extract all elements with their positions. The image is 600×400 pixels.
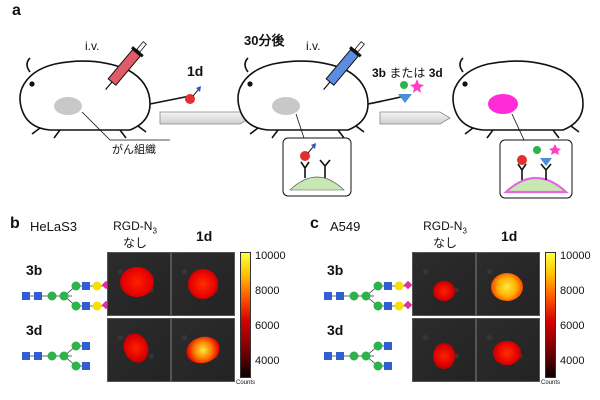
panel-c-col-control: RGD-N3 なし <box>423 219 467 251</box>
panel-b-col-1d: 1d <box>196 228 213 244</box>
panel-b-cell-line: HeLaS3 <box>30 219 77 234</box>
glycan-3d-b <box>22 341 90 371</box>
panel-c-row-3b: 3b <box>327 262 344 278</box>
iv-label-2: i.v. <box>306 39 321 53</box>
compound-1d-label: 1d <box>187 63 204 79</box>
image-b-3d-1d <box>171 318 235 382</box>
mouse-3 <box>452 57 584 139</box>
time-label: 30分後 <box>244 33 285 48</box>
arrow-step-1 <box>159 111 251 125</box>
colorbar-b <box>240 252 251 378</box>
glycan-3d-c <box>324 341 392 371</box>
colorbar-c-unit: Counts <box>541 380 561 386</box>
colorbar-c-tick-8000: 8000 <box>560 285 585 297</box>
image-b-3b-control <box>107 252 171 316</box>
iv-label-1: i.v. <box>85 39 100 53</box>
panel-a-letter: a <box>12 2 21 19</box>
panel-b-row-3d: 3d <box>26 322 43 338</box>
panel-b-col-control: RGD-N3 なし <box>113 219 157 251</box>
syringe-red-icon <box>105 41 147 91</box>
image-b-3b-1d <box>171 252 235 316</box>
panel-a-scheme <box>19 41 584 199</box>
colorbar-b-tick-4000: 4000 <box>255 355 280 367</box>
tumor-label: がん組織 <box>112 144 156 156</box>
image-c-3d-control <box>412 318 476 382</box>
tumor-gray-2 <box>272 97 300 115</box>
colorbar-b-tick-6000: 6000 <box>255 320 280 332</box>
panel-c-col-1d: 1d <box>501 228 518 244</box>
colorbar-b-unit: Counts <box>236 380 256 386</box>
mouse-1 <box>19 57 191 139</box>
colorbar-c-tick-4000: 4000 <box>560 355 585 367</box>
image-c-3b-control <box>412 252 476 316</box>
step2-label: 3b または 3d <box>372 66 443 80</box>
inset-box-1 <box>282 137 352 197</box>
tumor-gray-1 <box>54 97 82 115</box>
panel-b-letter: b <box>10 215 20 232</box>
image-c-3d-1d <box>476 318 540 382</box>
colorbar-b-tick-10000: 10000 <box>255 250 286 262</box>
arrow-step-2 <box>379 111 451 125</box>
glycan-3b-b <box>22 280 110 311</box>
syringe-blue-icon <box>323 41 365 91</box>
colorbar-c-tick-10000: 10000 <box>560 250 591 262</box>
panel-c-row-3d: 3d <box>327 322 344 338</box>
tumor-magenta <box>488 94 518 114</box>
image-b-3d-control <box>107 318 171 382</box>
compound-1d-icon <box>185 94 195 104</box>
panel-b-row-3b: 3b <box>26 262 43 278</box>
glycan-3b-c <box>324 280 412 311</box>
colorbar-b-tick-8000: 8000 <box>255 285 280 297</box>
panel-c-letter: c <box>310 215 319 232</box>
panel-c-cell-line: A549 <box>330 219 361 234</box>
colorbar-c-tick-6000: 6000 <box>560 320 585 332</box>
image-c-3b-1d <box>476 252 540 316</box>
colorbar-c <box>545 252 556 378</box>
